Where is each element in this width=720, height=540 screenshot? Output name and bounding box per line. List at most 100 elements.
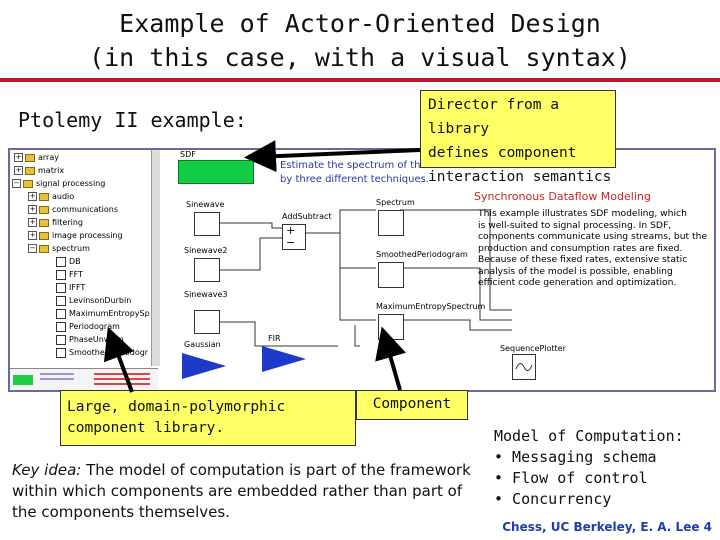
tree-item-filtering[interactable]: +filtering bbox=[28, 218, 83, 227]
sequence-plotter-label: SequencePlotter bbox=[500, 344, 566, 353]
add-subtract-label: AddSubtract bbox=[282, 212, 332, 221]
smoothed-periodogram-label: SmoothedPeriodogram bbox=[376, 250, 468, 259]
sinewave2-actor[interactable] bbox=[194, 258, 220, 282]
folder-open-icon bbox=[39, 244, 49, 253]
tree-item-communications[interactable]: +communications bbox=[28, 205, 119, 214]
moc-item: • Concurrency bbox=[494, 490, 612, 508]
overview-panner[interactable] bbox=[10, 368, 158, 390]
description-line: Because of these fixed rates, extensive … bbox=[478, 254, 688, 265]
wires bbox=[220, 209, 512, 347]
folder-icon bbox=[25, 166, 35, 175]
expand-icon[interactable]: + bbox=[28, 205, 37, 214]
panner-line bbox=[94, 378, 150, 380]
tree-item-array[interactable]: +array bbox=[14, 153, 59, 162]
panner-director-thumb bbox=[13, 375, 33, 385]
library-arrow bbox=[103, 326, 134, 393]
folder-icon bbox=[39, 205, 49, 214]
key-idea-text: The model of computation is part of the … bbox=[12, 461, 471, 521]
component-callout: Component bbox=[356, 390, 468, 420]
actor-icon bbox=[56, 308, 66, 319]
expand-icon[interactable]: + bbox=[28, 218, 37, 227]
description-line: This example illustrates SDF modeling, w… bbox=[478, 208, 687, 219]
tree-item-audio[interactable]: +audio bbox=[28, 192, 75, 201]
slide-title-line1: Example of Actor-Oriented Design bbox=[119, 9, 601, 38]
gaussian-label: Gaussian bbox=[184, 340, 221, 349]
director-callout-line: interaction semantics bbox=[428, 169, 612, 185]
director-callout-line: defines component bbox=[428, 145, 577, 161]
library-callout-line: Large, domain-polymorphic bbox=[67, 399, 286, 415]
sinewave3-actor[interactable] bbox=[194, 310, 220, 334]
director-callout-line: Director from a library bbox=[428, 97, 559, 137]
title-rule bbox=[0, 78, 720, 82]
expand-icon[interactable]: + bbox=[14, 153, 23, 162]
folder-icon bbox=[25, 153, 35, 162]
panner-line bbox=[40, 378, 74, 380]
actor-icon bbox=[56, 256, 66, 267]
moc-heading: Model of Computation: bbox=[494, 427, 684, 445]
slide-title-line2: (in this case, with a visual syntax) bbox=[89, 43, 631, 72]
model-caption-line1: Estimate the spectrum of three bbox=[280, 160, 437, 171]
panner-line bbox=[94, 383, 150, 385]
sinewave2-label: Sinewave2 bbox=[184, 246, 228, 255]
folder-icon bbox=[39, 218, 49, 227]
ptolemy-example-label: Ptolemy II example: bbox=[18, 108, 247, 132]
sdf-director[interactable] bbox=[178, 160, 254, 184]
tree-item-fft[interactable]: FFT bbox=[56, 269, 83, 280]
spectrum-label: Spectrum bbox=[376, 198, 415, 207]
actor-icon bbox=[56, 269, 66, 280]
tree-item-periodogram[interactable]: Periodogram bbox=[56, 321, 120, 332]
fir-label: FIR bbox=[268, 334, 281, 343]
model-caption-line2: by three different techniques. bbox=[280, 174, 429, 185]
folder-open-icon bbox=[23, 179, 33, 188]
tree-item-maximum-entropy[interactable]: MaximumEntropySp bbox=[56, 308, 150, 319]
smoothed-periodogram-actor[interactable] bbox=[378, 262, 404, 288]
collapse-icon[interactable]: − bbox=[28, 244, 37, 253]
spectrum-actor[interactable] bbox=[378, 210, 404, 236]
expand-icon[interactable]: + bbox=[28, 192, 37, 201]
expand-icon[interactable]: + bbox=[28, 231, 37, 240]
key-idea: Key idea: The model of computation is pa… bbox=[12, 460, 472, 523]
tree-item-phase-unwrap[interactable]: PhaseUnwrap bbox=[56, 334, 124, 345]
sinewave-actor[interactable] bbox=[194, 212, 220, 236]
tree-item-matrix[interactable]: +matrix bbox=[14, 166, 65, 175]
director-callout: Director from a library defines componen… bbox=[420, 90, 616, 185]
model-canvas[interactable]: SDF Estimate the spectrum of three by th… bbox=[160, 150, 714, 390]
description-line: is well-suited to signal processing. In … bbox=[478, 219, 672, 231]
director-label: SDF bbox=[180, 150, 196, 159]
library-callout-line: component library. bbox=[67, 420, 225, 436]
collapse-icon[interactable]: − bbox=[12, 179, 21, 188]
tree-item-ifft[interactable]: IFFT bbox=[56, 282, 85, 293]
footer-credit: Chess, UC Berkeley, E. A. Lee 4 bbox=[502, 520, 712, 534]
sinewave3-label: Sinewave3 bbox=[184, 290, 228, 299]
component-arrow bbox=[375, 326, 406, 391]
sinewave-label: Sinewave bbox=[186, 200, 225, 209]
actor-icon bbox=[56, 347, 66, 358]
panner-line bbox=[40, 373, 74, 375]
description-title: Synchronous Dataflow Modeling bbox=[474, 190, 651, 203]
tree-item-signal-processing[interactable]: −signal processing bbox=[12, 179, 106, 188]
plot-waveform-icon bbox=[515, 363, 533, 371]
tree-item-spectrum[interactable]: −spectrum bbox=[28, 244, 90, 253]
actor-icon bbox=[56, 321, 66, 332]
tree-item-image-processing[interactable]: +image processing bbox=[28, 231, 123, 240]
description-line: analysis of the model is possible, enabl… bbox=[478, 265, 673, 277]
library-callout: Large, domain-polymorphic component libr… bbox=[60, 390, 356, 446]
moc-item: • Flow of control bbox=[494, 469, 648, 487]
panner-line bbox=[94, 373, 150, 375]
tree-item-levinson-durbin[interactable]: LevinsonDurbin bbox=[56, 295, 131, 306]
add-subtract-actor[interactable]: +− bbox=[282, 224, 306, 250]
actor-icon bbox=[56, 334, 66, 345]
description-line: components communicate using streams, bu… bbox=[478, 231, 708, 242]
library-tree[interactable]: +array +matrix −signal processing +audio… bbox=[10, 150, 159, 366]
tree-item-db[interactable]: DB bbox=[56, 256, 81, 267]
actor-icon bbox=[56, 295, 66, 306]
folder-icon bbox=[39, 231, 49, 240]
moc-item: • Messaging schema bbox=[494, 448, 657, 466]
library-scrollbar[interactable] bbox=[151, 150, 160, 366]
expand-icon[interactable]: + bbox=[14, 166, 23, 175]
description-line: efficient code generation and optimizati… bbox=[478, 277, 677, 288]
sequence-plotter-actor[interactable] bbox=[512, 354, 536, 380]
actor-icon bbox=[56, 282, 66, 293]
key-idea-label: Key idea: bbox=[12, 461, 82, 479]
